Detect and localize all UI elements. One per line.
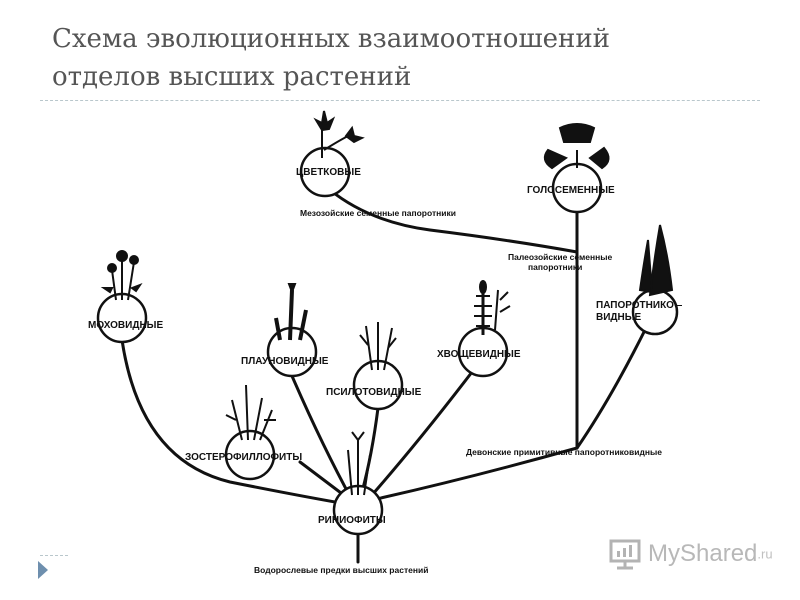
branch-moss: [120, 338, 354, 507]
branch-horsetail: [370, 370, 474, 497]
lycopod-plant-icon: [274, 283, 308, 341]
label-paporotnikovidnye-1: ПАПОРОТНИКО –: [596, 300, 683, 311]
label-psilotovidnye: ПСИЛОТОВИДНЫЕ: [326, 387, 422, 398]
label-mesozoic-seed-ferns: Мезозойские семенные папоротники: [300, 208, 456, 218]
label-zosterofillofity: ЗОСТЕРОФИЛЛОФИТЫ: [185, 452, 302, 463]
branch-mesozoic: [328, 188, 579, 254]
node-zosterophyll-circle: [224, 429, 276, 481]
psilotum-plant-icon: [359, 322, 397, 371]
node-labels: ЦВЕТКОВЫЕ ГОЛОСЕМЕННЫЕ МОХОВИДНЫЕ ПАПОРО…: [88, 167, 683, 526]
label-paporotnikovidnye-2: ВИДНЫЕ: [596, 312, 642, 323]
label-paleozoic-seed-ferns-2: папоротники: [528, 262, 582, 272]
footer-divider: [40, 555, 68, 556]
presentation-board-icon: [609, 539, 641, 570]
flower-plant-icon: [313, 110, 365, 158]
ginkgo-plant-icon: [543, 123, 610, 170]
label-tsvetkovye: ЦВЕТКОВЫЕ: [296, 167, 361, 178]
horsetail-plant-icon: [474, 280, 511, 335]
label-riniofity: РИНИОФИТЫ: [318, 515, 386, 526]
branch-psilot: [360, 406, 380, 494]
moss-plant-icon: [100, 250, 143, 301]
fern-plant-icon: [638, 224, 674, 297]
next-slide-arrow-icon[interactable]: [38, 561, 48, 579]
branch-zosterophyll: [298, 460, 347, 498]
slide-title-line-2: отделов высших растений: [52, 62, 412, 92]
branch-fern-stem: [575, 328, 647, 450]
branch-devonian: [370, 446, 579, 502]
node-moss-circle: [96, 292, 148, 344]
label-mokhovidnye: МОХОВИДНЫЕ: [88, 320, 163, 331]
branch-labels: Мезозойские семенные папоротники Палеозо…: [254, 208, 662, 575]
title-divider: [40, 100, 760, 101]
label-paleozoic-seed-ferns-1: Палеозойские семенные: [508, 252, 613, 262]
zosterophyll-plant-icon: [225, 384, 276, 441]
branch-lines: [120, 188, 647, 564]
slide-title: Схема эволюционных взаимоотношений отдел…: [52, 20, 752, 96]
label-devonian-ferns: Девонские примитивные папоротниковидные: [466, 447, 662, 457]
branch-plaun: [290, 374, 354, 502]
slide-title-line-1: Схема эволюционных взаимоотношений: [52, 24, 611, 54]
label-algal-ancestors: Водорослевые предки высших растений: [254, 565, 428, 575]
myshared-logo: MyShared.ru: [608, 538, 773, 572]
rhynia-plant-icon: [347, 431, 371, 496]
label-golosemennye: ГОЛОСЕМЕННЫЕ: [527, 185, 615, 196]
logo-text: MyShared.ru: [648, 540, 773, 567]
node-tsvetkovye-circle: [299, 146, 351, 198]
label-plaunovidnye: ПЛАУНОВИДНЫЕ: [241, 356, 329, 367]
label-khvoshchevidnye: ХВОЩЕВИДНЫЕ: [437, 349, 521, 360]
plant-drawings: [100, 110, 674, 496]
